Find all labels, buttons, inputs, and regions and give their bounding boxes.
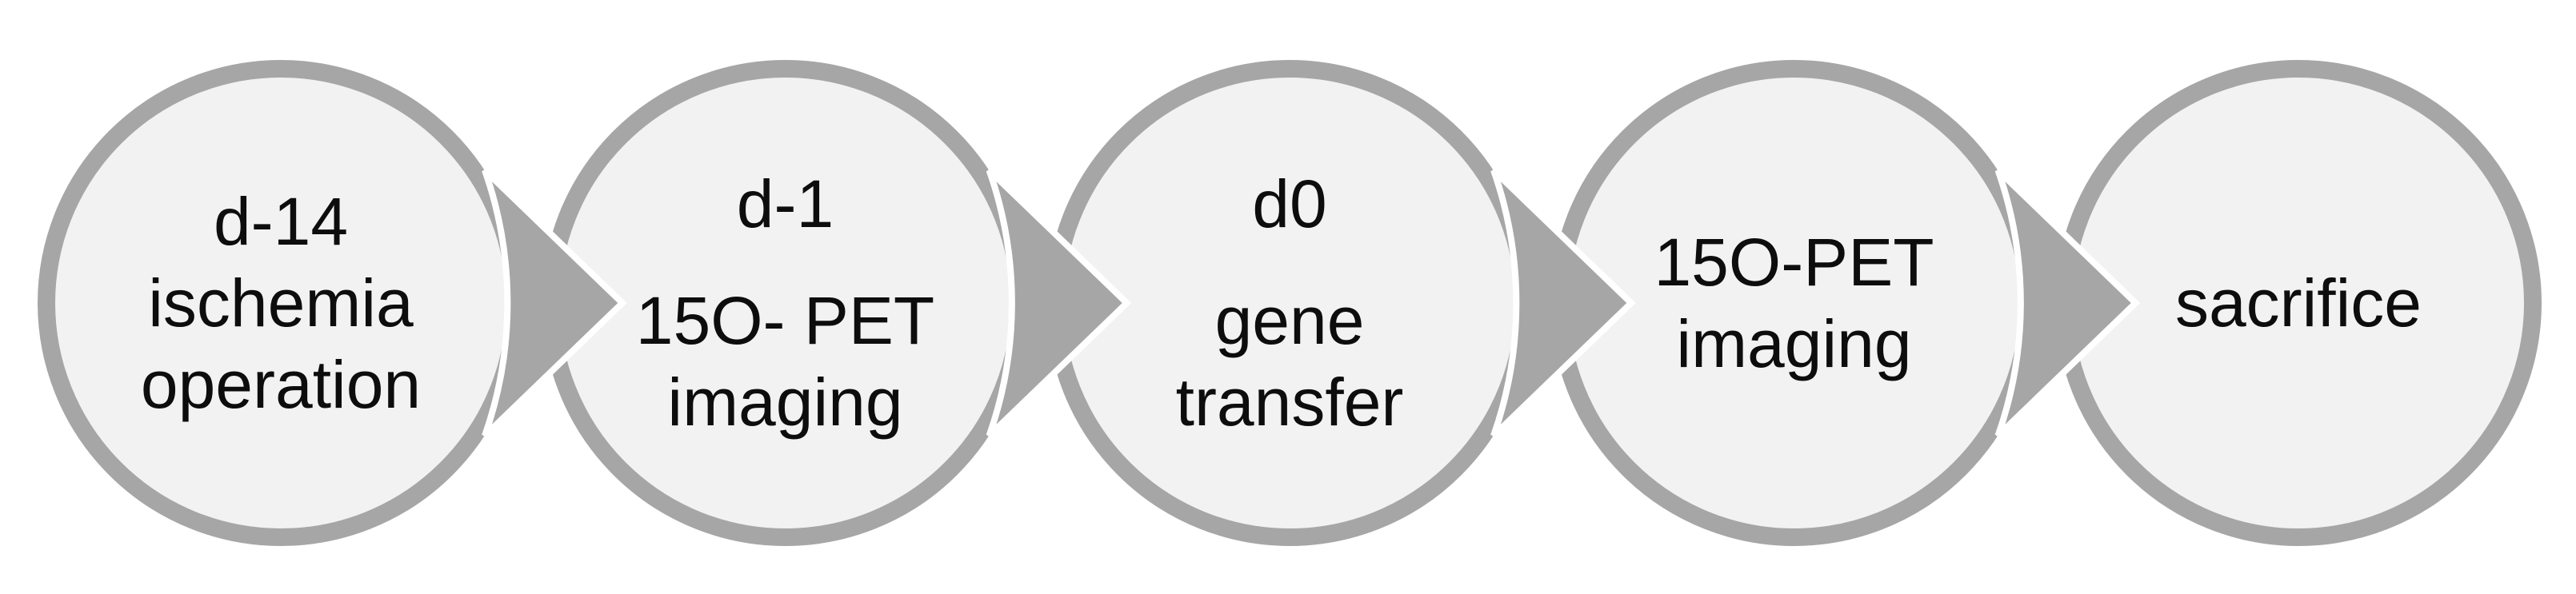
arrow-icon-1-2 <box>482 168 627 438</box>
arrow-icon-2-3 <box>986 168 1132 438</box>
arrow-icon-4-5 <box>1994 168 2141 438</box>
arrow-icon-3-4 <box>1490 168 1636 438</box>
step-circle-1 <box>38 60 524 546</box>
